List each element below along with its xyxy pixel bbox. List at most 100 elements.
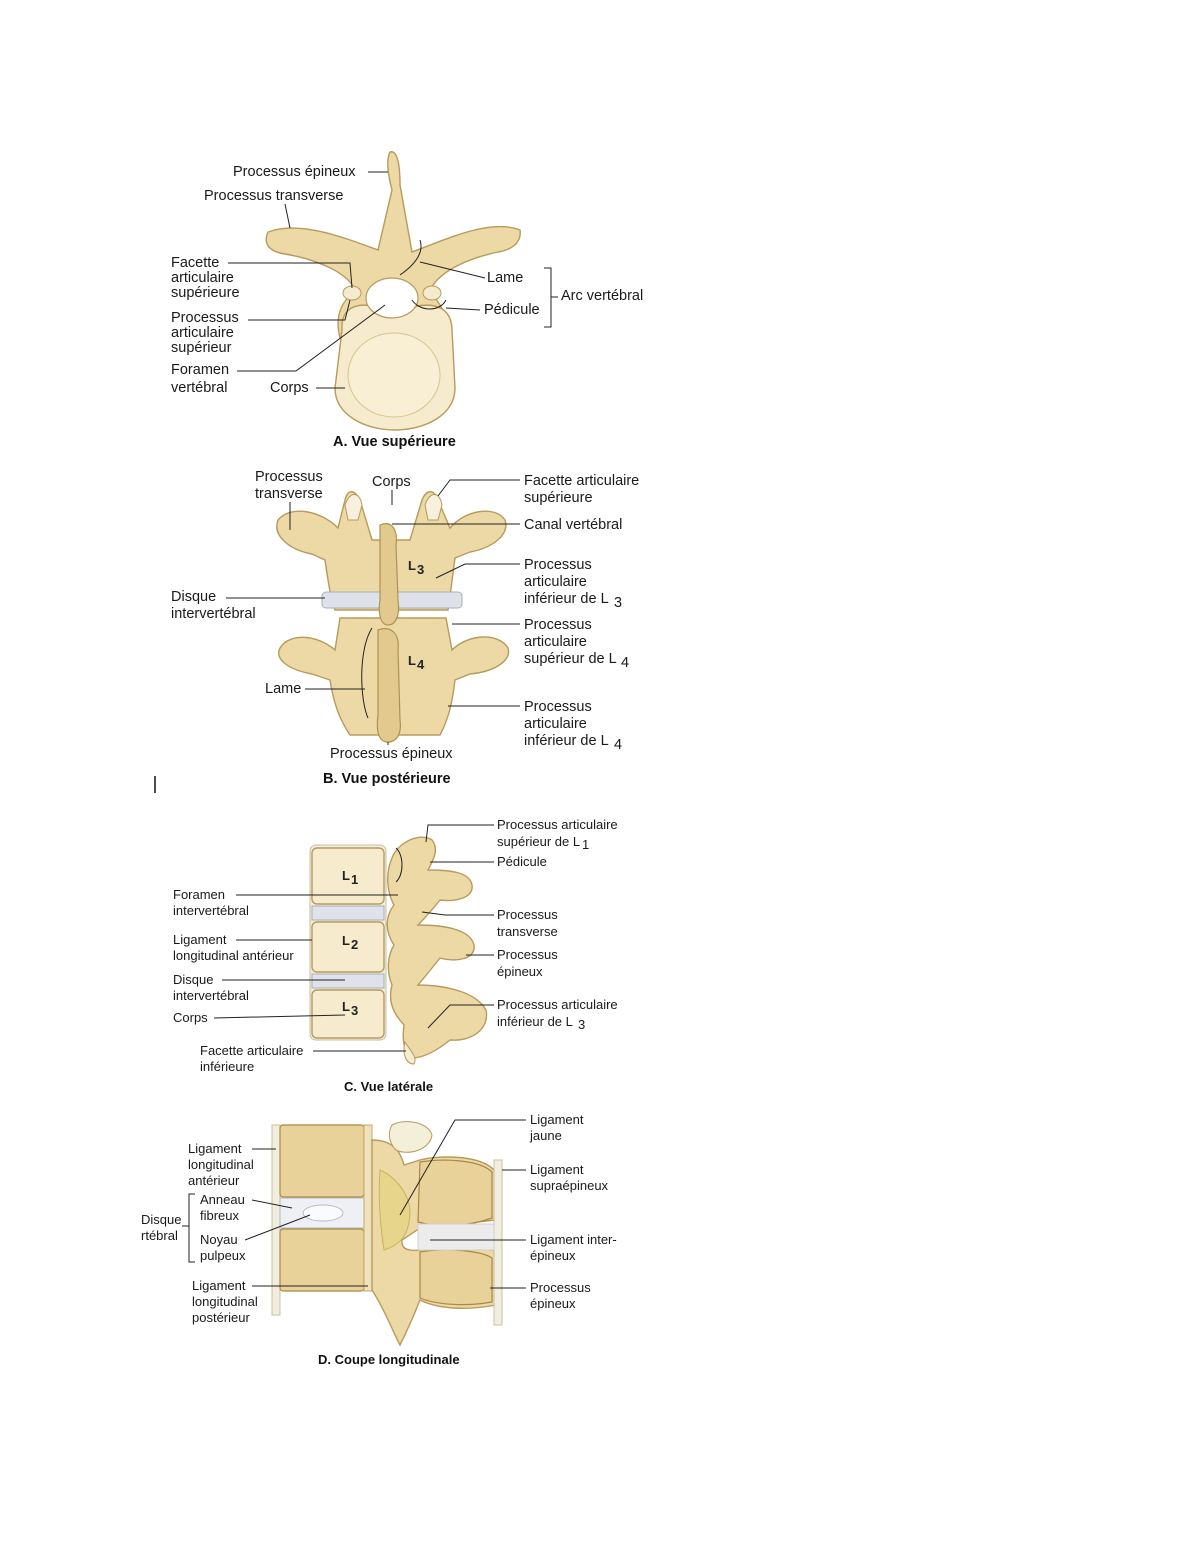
label-pedicule: Pédicule (484, 302, 540, 318)
lateral-disc-1 (311, 905, 385, 921)
label-d-lla-1: Ligament (188, 1141, 242, 1156)
nucleus-pulposus-shape (302, 1204, 344, 1222)
label-c-facette-1: Facette articulaire (200, 1043, 303, 1058)
label-c-pai-1: Processus articulaire (497, 997, 618, 1012)
vertebral-arch-shape (265, 151, 521, 351)
lateral-body-l3 (311, 989, 385, 1039)
label-proc-art-2: articulaire (171, 325, 234, 341)
label-b-corps: Corps (372, 474, 411, 490)
label-foramen-1: Foramen (171, 362, 229, 378)
spinous-process-l3 (378, 523, 400, 626)
section-spinous-lower (419, 1249, 493, 1306)
label-c-pe-2: épineux (497, 964, 543, 979)
label-c-pai-2: inférieur de L (497, 1014, 573, 1029)
figure-c-lateral-view: L 1 L 2 L 3 Processus articulaire supéri… (173, 817, 618, 1094)
label-c-v2: L (342, 933, 350, 948)
superior-facet-left (342, 285, 362, 301)
label-c-pas-1: Processus articulaire (497, 817, 618, 832)
label-c-v1-sub: 1 (351, 872, 358, 887)
label-vertebra-l4-sub: 4 (417, 657, 425, 672)
label-vertebra-l3: L (408, 558, 416, 573)
label-d-llp-1: Ligament (192, 1278, 246, 1293)
label-c-pt-1: Processus (497, 907, 558, 922)
label-d-anneau-2: fibreux (200, 1208, 240, 1223)
section-facet-top (388, 1121, 433, 1153)
label-d-jaune-2: jaune (529, 1128, 562, 1143)
label-c-pas-sub: 1 (582, 837, 589, 852)
label-c-v3: L (342, 999, 350, 1014)
label-d-lla-2: longitudinal (188, 1157, 254, 1172)
label-c-pas-2: supérieur de L (497, 834, 580, 849)
label-d-pe-1: Processus (530, 1280, 591, 1295)
label-facette-3: supérieure (171, 285, 240, 301)
superior-facet-right (422, 285, 442, 301)
figure-a-superior-view: Processus épineux Processus transverse F… (171, 151, 643, 450)
label-d-supra-1: Ligament (530, 1162, 584, 1177)
label-b-disque-2: intervertébral (171, 606, 256, 622)
label-c-pai-sub: 3 (578, 1017, 585, 1032)
lateral-disc-2 (311, 973, 385, 989)
label-c-lig-2: longitudinal antérieur (173, 948, 294, 963)
label-b-pt-1: Processus (255, 469, 323, 485)
label-arc-vertebral: Arc vertébral (561, 288, 643, 304)
caption-c: C. Vue latérale (344, 1079, 433, 1094)
label-b-pai-l3-sub: 3 (614, 595, 622, 611)
label-b-disque-1: Disque (171, 589, 216, 605)
label-b-pai-l4-sub: 4 (614, 737, 622, 753)
vertebral-foramen-shape (365, 277, 419, 319)
caption-d: D. Coupe longitudinale (318, 1352, 460, 1367)
label-c-foramen-2: intervertébral (173, 903, 249, 918)
label-d-pe-2: épineux (530, 1296, 576, 1311)
ligamentum-flavum-shape (378, 1169, 411, 1251)
label-lame: Lame (487, 270, 523, 286)
label-b-pas-l4-1: Processus (524, 617, 592, 633)
label-b-lame: Lame (265, 681, 301, 697)
label-d-disque-1: Disque (141, 1212, 181, 1227)
label-d-lla-3: antérieur (188, 1173, 240, 1188)
label-b-pas-l4-2: articulaire (524, 634, 587, 650)
caption-a: A. Vue supérieure (333, 434, 456, 450)
label-processus-epineux: Processus épineux (233, 164, 356, 180)
label-proc-art-3: supérieur (171, 340, 232, 356)
label-b-pai-l4-2: articulaire (524, 716, 587, 732)
label-b-facette-1: Facette articulaire (524, 473, 639, 489)
label-c-v1: L (342, 868, 350, 883)
label-b-pai-l3-1: Processus (524, 557, 592, 573)
label-foramen-2: vertébral (171, 380, 227, 396)
label-c-pe-1: Processus (497, 947, 558, 962)
label-c-lig-1: Ligament (173, 932, 227, 947)
figure-b-posterior-view: L 3 L 4 Processus transverse Corps Facet… (171, 469, 639, 787)
label-b-pai-l4-3: inférieur de L (524, 733, 609, 749)
label-d-supra-2: supraépineux (530, 1178, 609, 1193)
label-c-facette-2: inférieure (200, 1059, 254, 1074)
figure-d-longitudinal-section: Ligament longitudinal antérieur Disque r… (141, 1112, 617, 1367)
label-d-noyau-1: Noyau (200, 1232, 238, 1247)
label-facette-1: Facette (171, 255, 219, 271)
lateral-posterior-elements (386, 836, 488, 1059)
label-b-proc-epineux: Processus épineux (330, 746, 453, 762)
label-b-pai-l3-2: articulaire (524, 574, 587, 590)
superior-facet-b-left (344, 494, 363, 521)
label-d-disque-2: rtébral (141, 1228, 178, 1243)
label-d-noyau-2: pulpeux (200, 1248, 246, 1263)
posterior-ligament-strip (363, 1124, 373, 1292)
lateral-inferior-facet (403, 1040, 416, 1065)
label-corps: Corps (270, 380, 309, 396)
label-b-pas-l4-3: supérieur de L (524, 651, 617, 667)
label-b-pai-l4-1: Processus (524, 699, 592, 715)
label-vertebra-l4: L (408, 653, 416, 668)
label-facette-2: articulaire (171, 270, 234, 286)
label-d-inter-1: Ligament inter- (530, 1232, 617, 1247)
label-b-canal: Canal vertébral (524, 517, 622, 533)
label-d-llp-3: postérieur (192, 1310, 250, 1325)
label-b-pt-2: transverse (255, 486, 323, 502)
lateral-body-l2 (311, 921, 385, 973)
superior-facet-b-right (424, 494, 443, 521)
label-c-disque-2: intervertébral (173, 988, 249, 1003)
label-d-inter-2: épineux (530, 1248, 576, 1263)
label-c-pt-2: transverse (497, 924, 558, 939)
spinous-process-l4 (376, 628, 401, 743)
supraspinous-ligament-strip (493, 1159, 503, 1326)
label-processus-transverse: Processus transverse (204, 188, 343, 204)
